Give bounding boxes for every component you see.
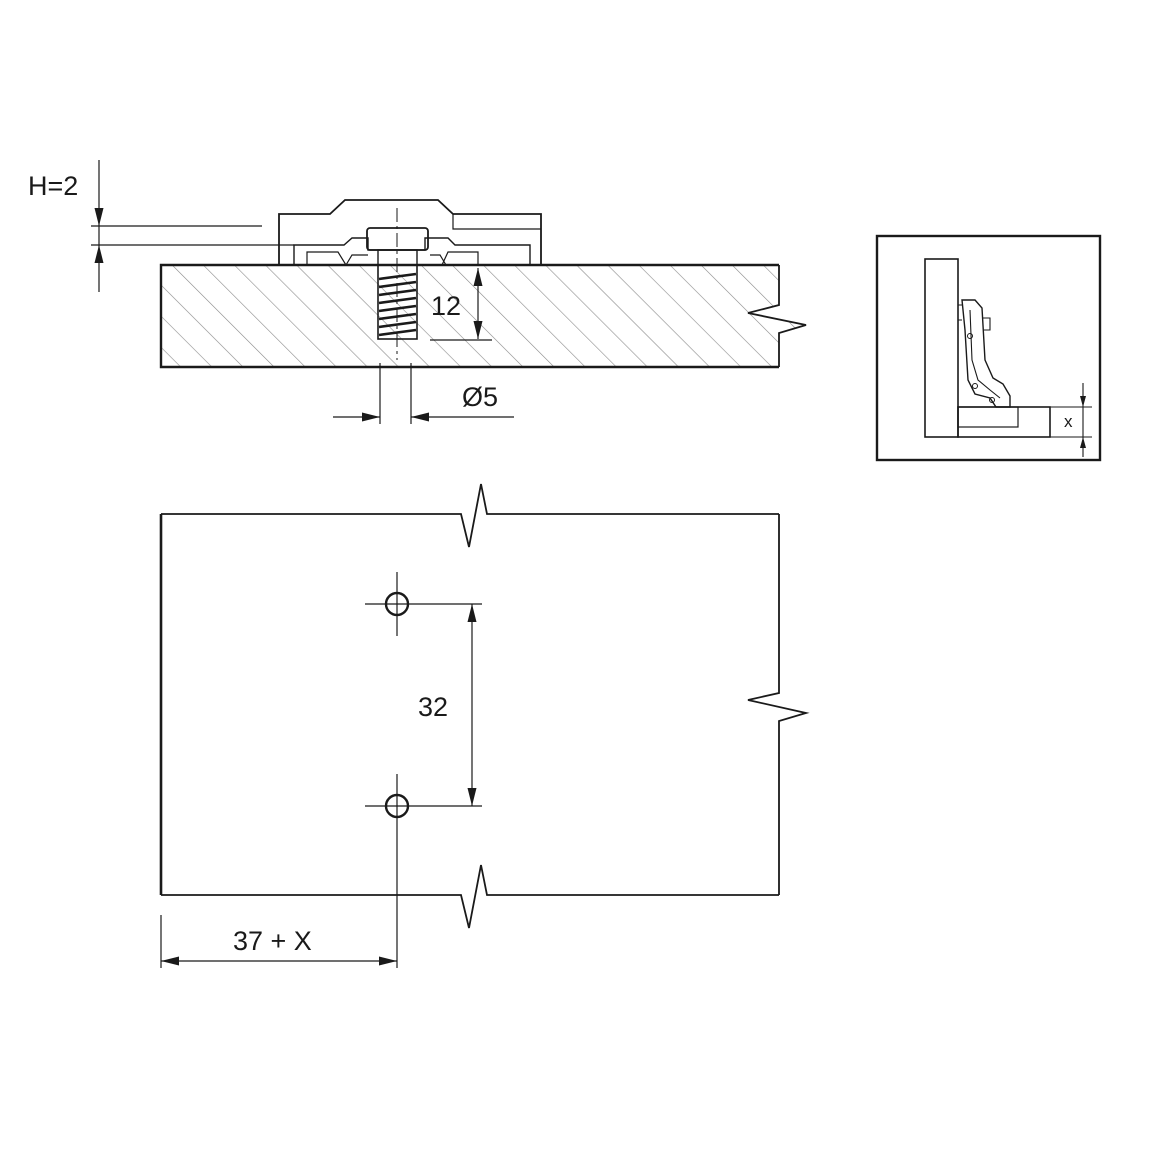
diameter-label: Ø5 <box>462 382 498 412</box>
side-view: H=2 12 Ø5 <box>28 160 807 424</box>
offset-label: 37 + X <box>233 926 312 956</box>
spacing-label: 32 <box>418 692 448 722</box>
dimension-spacing: 32 <box>418 603 482 807</box>
drill-hole-bottom <box>365 774 429 968</box>
inset-detail: x <box>875 234 1102 462</box>
dimension-offset: 37 + X <box>160 915 397 968</box>
panel-outline <box>159 483 810 929</box>
depth-label: 12 <box>431 291 461 321</box>
dimension-diameter: Ø5 <box>333 363 514 424</box>
dimension-h: H=2 <box>28 160 294 292</box>
dimension-depth: 12 <box>430 268 492 341</box>
h-label: H=2 <box>28 171 78 201</box>
top-view: 32 37 + X <box>159 483 810 968</box>
screw <box>366 208 429 360</box>
drill-hole-top <box>365 572 429 636</box>
panel-section <box>159 263 807 369</box>
x-label: x <box>1064 412 1073 431</box>
mounting-plate <box>278 199 542 266</box>
